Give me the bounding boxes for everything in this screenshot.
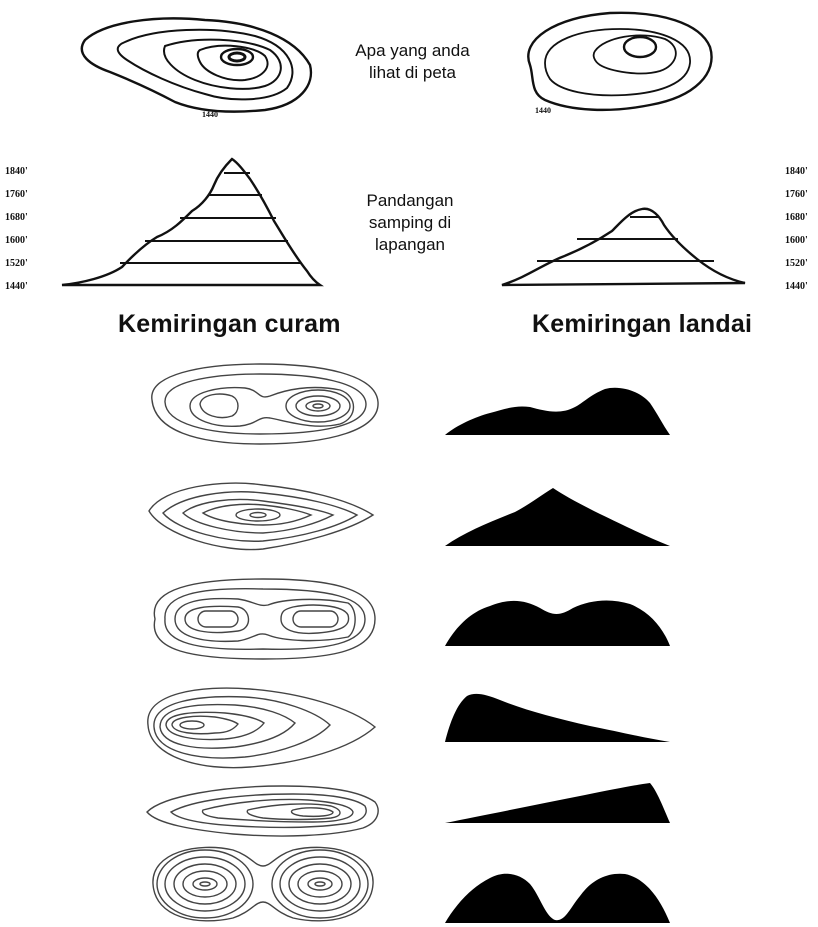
elev-1760-r: 1760': [785, 190, 808, 213]
steep-contour-map: 1440: [65, 10, 325, 120]
steep-side-profile: [62, 155, 322, 285]
ramp-profile: [445, 783, 670, 823]
elevation-scale-left: 1840' 1760' 1680' 1600' 1520' 1440': [5, 167, 28, 305]
elev-1600-r: 1600': [785, 236, 808, 259]
side-view-caption-line3: lapangan: [340, 234, 480, 256]
gentle-contour-map: 1440: [500, 5, 720, 115]
heading-gentle: Kemiringan landai: [532, 310, 752, 339]
elevation-scale-right: 1840' 1760' 1680' 1600' 1520' 1440': [785, 167, 808, 305]
elev-1440: 1440': [5, 282, 28, 305]
side-view-caption-line2: samping di: [340, 212, 480, 234]
side-view-caption: Pandangan samping di lapangan: [340, 190, 480, 256]
elev-1840: 1840': [5, 167, 28, 190]
elev-1680-r: 1680': [785, 213, 808, 236]
map-view-caption-line2: lihat di peta: [340, 62, 485, 84]
elev-1440-r: 1440': [785, 282, 808, 305]
elev-1760: 1760': [5, 190, 28, 213]
elev-1840-r: 1840': [785, 167, 808, 190]
elongated-contour: [143, 780, 383, 840]
single-peak-profile: [445, 488, 670, 546]
elev-1680: 1680': [5, 213, 28, 236]
contour-label-steep: 1440: [202, 110, 218, 119]
steep-left-profile: [445, 692, 670, 742]
contour-label-gentle: 1440: [535, 106, 551, 115]
elev-1520: 1520': [5, 259, 28, 282]
elev-1600: 1600': [5, 236, 28, 259]
single-peak-contour: [143, 475, 378, 555]
map-view-caption-line1: Apa yang anda: [340, 40, 485, 62]
gentle-side-profile: [502, 205, 747, 285]
double-hump-profile: [445, 868, 670, 923]
two-hills-contour: [140, 360, 385, 450]
side-view-caption-line1: Pandangan: [340, 190, 480, 212]
two-peaks-profile: [445, 385, 670, 435]
twin-ovals-contour: [143, 573, 378, 663]
map-view-caption: Apa yang anda lihat di peta: [340, 40, 485, 84]
heading-steep: Kemiringan curam: [118, 310, 341, 339]
twin-circles-contour: [143, 842, 383, 927]
asymmetric-contour: [140, 683, 380, 773]
elev-1520-r: 1520': [785, 259, 808, 282]
saddle-profile: [445, 598, 670, 646]
